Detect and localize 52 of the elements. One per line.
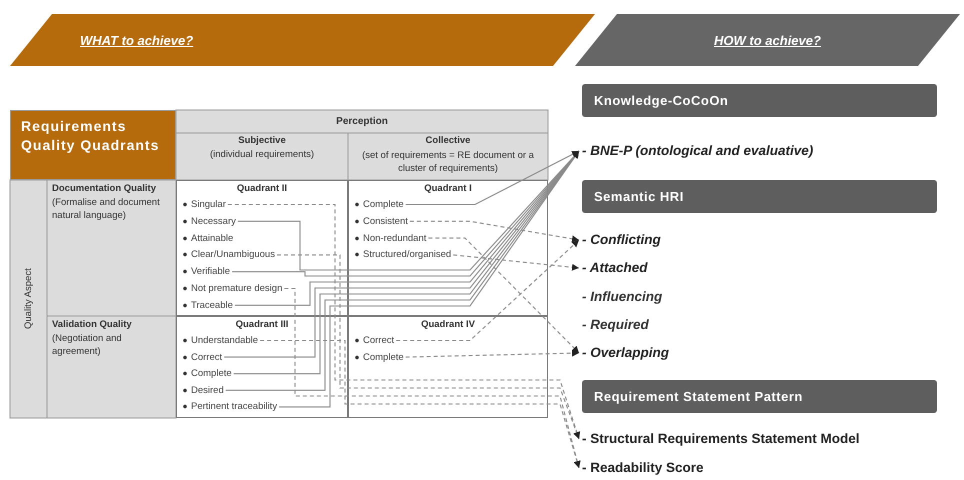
arrow: [406, 350, 580, 358]
quadrant-cell: [348, 316, 548, 418]
arrow: [284, 288, 581, 468]
table-text: Subjective: [237, 135, 287, 148]
list-item: Complete: [182, 367, 232, 380]
list-item: Structured/organised: [354, 248, 452, 262]
section-bar: Requirement Statement Pattern: [582, 380, 937, 413]
quadrant-heading: Quadrant III: [234, 318, 290, 331]
list-item: Clear/Unambiguous: [182, 248, 275, 262]
arrow: [228, 204, 580, 440]
arrow: [260, 340, 580, 468]
header-box: Requirements Quality Quadrants: [10, 110, 176, 180]
list-item: Necessary: [182, 214, 236, 228]
arrow: [396, 240, 580, 342]
section-bar: Semantic HRI: [582, 180, 937, 213]
list-item: - Conflicting: [582, 232, 661, 248]
table-text: Documentation Quality: [52, 183, 157, 196]
list-item: Singular: [182, 198, 226, 211]
arrow: [453, 254, 580, 271]
arrow: [410, 220, 580, 242]
header-banner: WHAT to achieve?: [10, 14, 595, 66]
table-text: Perception: [335, 115, 389, 129]
quadrant-heading: Quadrant II: [236, 182, 288, 195]
list-item: Complete: [354, 350, 404, 364]
arrow: [406, 150, 580, 206]
quadrant-cell: [348, 180, 548, 316]
table-text: (set of requirements = RE document or a cluster of requirements): [361, 149, 535, 176]
arrow: [428, 238, 580, 354]
quadrant-cell: [176, 316, 348, 418]
list-item: - Readability Score: [582, 460, 704, 476]
arrow: [276, 254, 580, 440]
list-item: - BNE-P (ontological and evaluative): [582, 143, 814, 159]
arrow: [279, 150, 580, 408]
list-item: - Structural Requirements Statement Model: [582, 431, 860, 447]
quadrant-heading: Quadrant IV: [420, 318, 476, 331]
list-item: - Influencing: [582, 289, 662, 304]
table-text: Validation Quality: [52, 319, 133, 332]
list-item: Not premature design: [182, 282, 282, 295]
table-text: (Formalise and document natural language): [52, 196, 161, 223]
table-text: Collective: [424, 135, 472, 148]
list-item: Complete: [354, 198, 404, 211]
section-bar: Knowledge-CoCoOn: [582, 84, 937, 117]
list-item: - Overlapping: [582, 345, 670, 361]
header-banner: HOW to achieve?: [575, 14, 960, 66]
list-item: Pertinent traceability: [182, 400, 278, 414]
quadrant-heading: Quadrant I: [423, 182, 473, 195]
table-text: Quality Aspect: [22, 267, 35, 332]
list-item: - Required: [582, 317, 649, 332]
list-item: - Attached: [582, 260, 648, 276]
quadrant-cell: [176, 180, 348, 316]
table-text: (Negotiation and agreement): [52, 332, 123, 359]
table-text: (individual requirements): [208, 149, 316, 162]
